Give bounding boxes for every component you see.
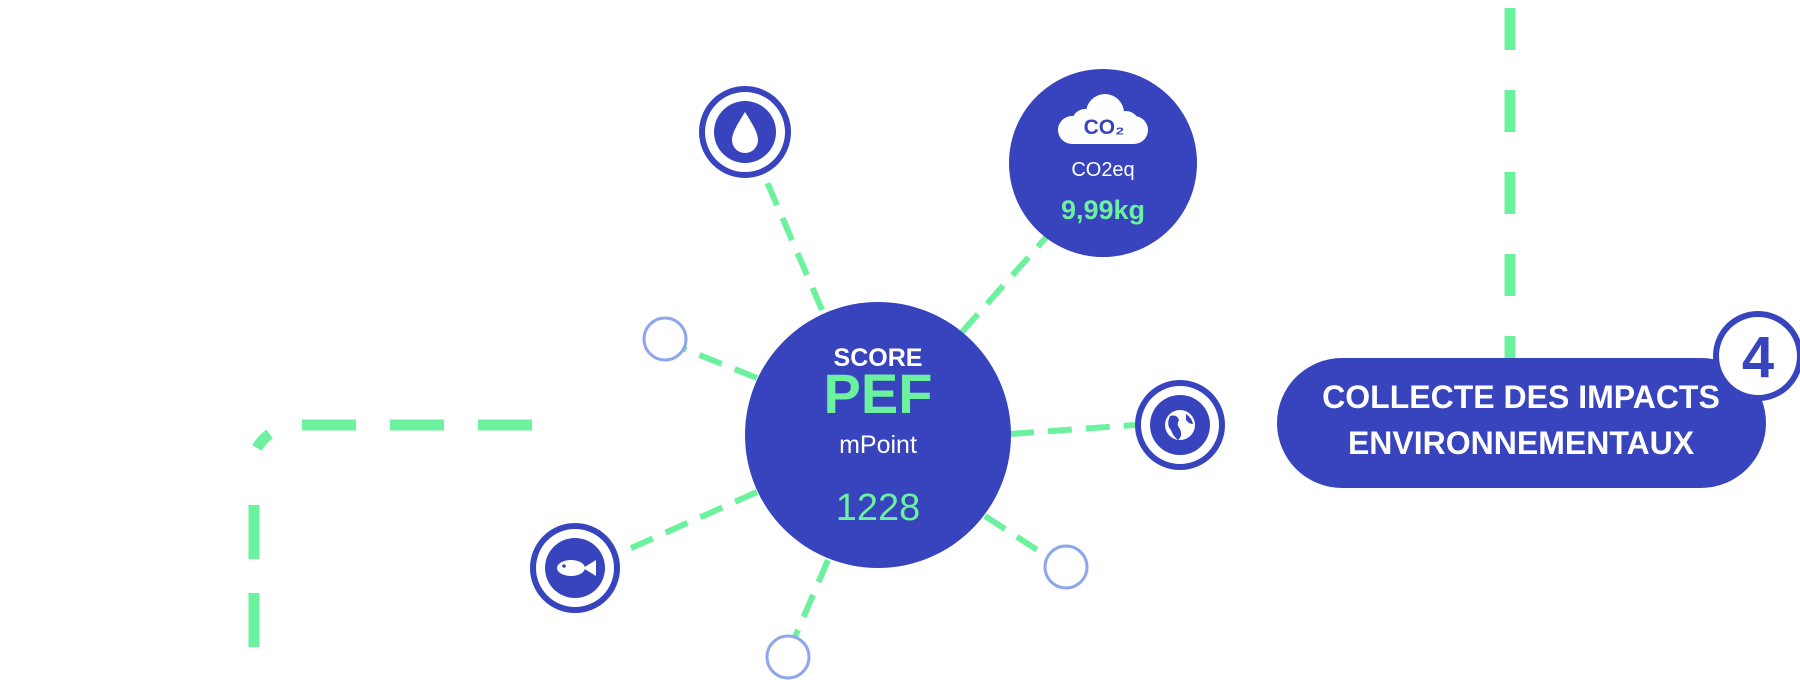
step-title-line1: COLLECTE DES IMPACTS [1322, 379, 1720, 415]
connector-small-right [983, 513, 1047, 558]
connector-small-bottom [792, 558, 831, 639]
step-number-circle [1713, 311, 1800, 401]
cloud-icon: CO₂ [1058, 94, 1148, 144]
fish-node [530, 523, 620, 613]
pef-label: PEF [824, 362, 933, 425]
empty-node-bottom [765, 634, 811, 680]
step-pill [1277, 358, 1766, 488]
step-title-line2: ENVIRONNEMENTAUX [1348, 425, 1695, 461]
connector-water [761, 173, 825, 312]
empty-node-right [1043, 544, 1089, 590]
co2-label: CO2eq [1071, 159, 1134, 181]
score-value: 1228 [836, 487, 921, 529]
connector-fish [618, 489, 759, 556]
globe-icon [1165, 410, 1195, 440]
water-drop-icon [732, 112, 758, 153]
co2-value: 9,99kg [1061, 195, 1145, 225]
co2-node: CO₂ CO2eq 9,99kg [1009, 69, 1197, 257]
step-number: 4 [1742, 325, 1774, 390]
process-path-left [248, 419, 532, 680]
score-label: SCORE [834, 344, 923, 372]
center-score-node: SCORE PEF mPoint 1228 [745, 302, 1011, 568]
connector-co2 [959, 231, 1053, 334]
water-node [699, 86, 791, 178]
cloud-icon-text: CO₂ [1084, 116, 1125, 139]
score-unit: mPoint [839, 431, 917, 459]
connector-small-left [680, 345, 759, 381]
connector-globe [1009, 422, 1136, 437]
globe-node [1135, 380, 1225, 470]
step-badge: COLLECTE DES IMPACTS ENVIRONNEMENTAUX 4 [1277, 311, 1800, 488]
connectors [618, 173, 1136, 639]
empty-node-left [642, 316, 688, 362]
fish-icon [557, 560, 596, 576]
